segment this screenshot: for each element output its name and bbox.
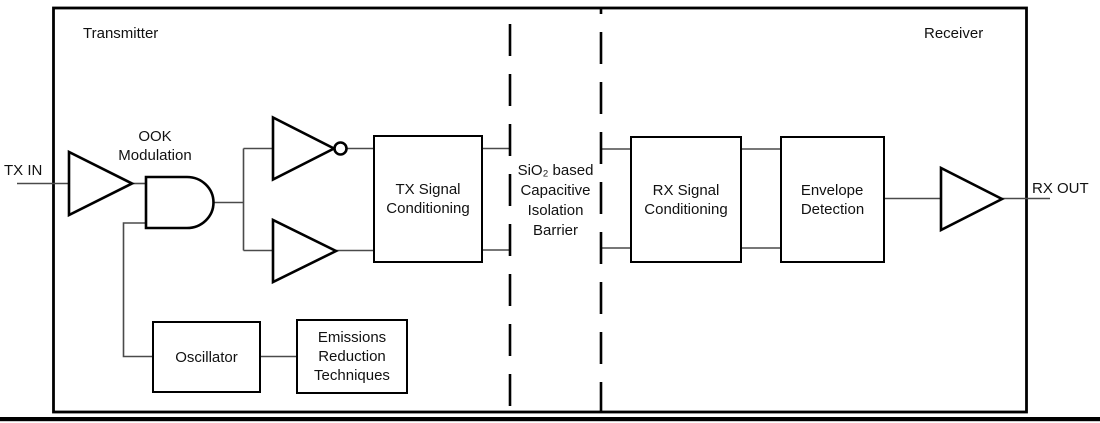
bottom-rule — [0, 417, 1100, 422]
emissions-reduction-label: Emissions Reduction Techniques — [314, 329, 390, 384]
tx-in-port-label: TX IN — [4, 162, 43, 179]
envelope-detection-label: Envelope Detection — [800, 181, 865, 218]
signal-wires — [17, 147, 1050, 358]
tx-signal-conditioning-label: TX Signal Conditioning — [386, 181, 470, 217]
block-rx-signal-conditioning: RX Signal Conditioning — [630, 136, 742, 263]
rx-signal-conditioning-label: RX Signal Conditioning — [644, 181, 728, 218]
block-oscillator: Oscillator — [152, 321, 261, 393]
wire-oscillator-feedback — [122, 222, 152, 358]
tx-input-buffer-symbol — [67, 149, 135, 218]
rx-out-port-label: RX OUT — [1032, 180, 1089, 197]
noninverting-driver-symbol — [271, 217, 339, 285]
transmitter-region-title: Transmitter — [83, 25, 159, 42]
block-tx-signal-conditioning: TX Signal Conditioning — [373, 135, 483, 263]
block-envelope-detection: Envelope Detection — [780, 136, 885, 263]
device-outline-box — [52, 6, 1028, 414]
inverting-driver-symbol — [271, 115, 337, 182]
block-emissions-reduction: Emissions Reduction Techniques — [296, 319, 408, 394]
rx-output-buffer-symbol — [939, 165, 1005, 233]
inverter-bubble-icon — [333, 141, 348, 156]
ook-and-gate-symbol — [144, 175, 215, 230]
oscillator-label: Oscillator — [175, 348, 238, 366]
ook-modulation-label: OOK Modulation — [118, 128, 192, 164]
isolation-barrier-label: SiO₂ based Capacitive Isolation Barrier — [517, 162, 594, 239]
receiver-region-title: Receiver — [924, 25, 984, 42]
